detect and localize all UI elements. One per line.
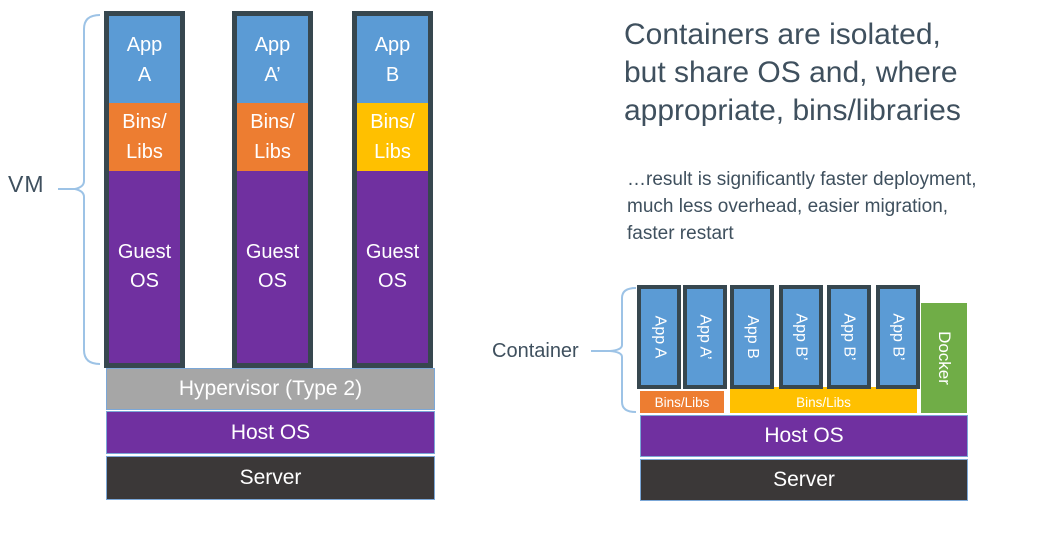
vm-app-b-block: App B xyxy=(357,16,428,103)
container-box-label: App B xyxy=(744,315,761,359)
vm-column-app-a-prime: App A’ Bins/ Libs Guest OS xyxy=(232,11,313,368)
host-os-row-right: Host OS xyxy=(640,415,968,457)
vm-bins-libs-block: Bins/ Libs xyxy=(357,103,428,171)
host-os-row-left: Host OS xyxy=(106,411,435,454)
headline: Containers are isolated, but share OS an… xyxy=(624,18,961,127)
container-box-app-a: App A xyxy=(637,285,681,389)
vm-column-app-b: App B Bins/ Libs Guest OS xyxy=(352,11,433,368)
container-brace xyxy=(591,287,637,413)
vm-app-a-prime-block: App A’ xyxy=(237,16,308,103)
docker-label: Docker xyxy=(935,331,955,385)
container-box-app-b-prime: App B’ xyxy=(876,285,920,389)
container-label: Container xyxy=(492,340,579,362)
hypervisor-row: Hypervisor (Type 2) xyxy=(106,368,435,410)
server-row-right: Server xyxy=(640,459,968,501)
vm-guest-os-block: Guest OS xyxy=(109,171,180,363)
container-box-label: App A xyxy=(651,315,669,359)
container-box-app-b: App B xyxy=(730,285,774,389)
vm-bins-libs-block: Bins/ Libs xyxy=(109,103,180,171)
bins-libs-strip-orange: Bins/Libs xyxy=(640,391,724,413)
vm-column-app-a: App A Bins/ Libs Guest OS xyxy=(104,11,185,368)
container-box-label: App B’ xyxy=(890,313,908,361)
vm-label: VM xyxy=(8,171,45,197)
vm-bins-libs-block: Bins/ Libs xyxy=(237,103,308,171)
vm-brace xyxy=(58,14,101,365)
vm-app-a-block: App A xyxy=(109,16,180,103)
container-box-label: App B’ xyxy=(793,313,811,361)
vm-guest-os-block: Guest OS xyxy=(237,171,308,363)
container-box-app-a-prime: App A’ xyxy=(683,285,727,389)
vm-guest-os-block: Guest OS xyxy=(357,171,428,363)
container-box-label: App B’ xyxy=(841,313,859,361)
server-row-left: Server xyxy=(106,456,435,500)
bins-libs-strip-yellow: Bins/Libs xyxy=(730,387,917,413)
container-box-label: App A’ xyxy=(697,314,715,360)
docker-box: Docker xyxy=(921,303,967,413)
container-box-app-b-prime: App B’ xyxy=(827,285,871,389)
container-box-app-b-prime: App B’ xyxy=(779,285,823,389)
subheadline: …result is significantly faster deployme… xyxy=(627,169,977,244)
